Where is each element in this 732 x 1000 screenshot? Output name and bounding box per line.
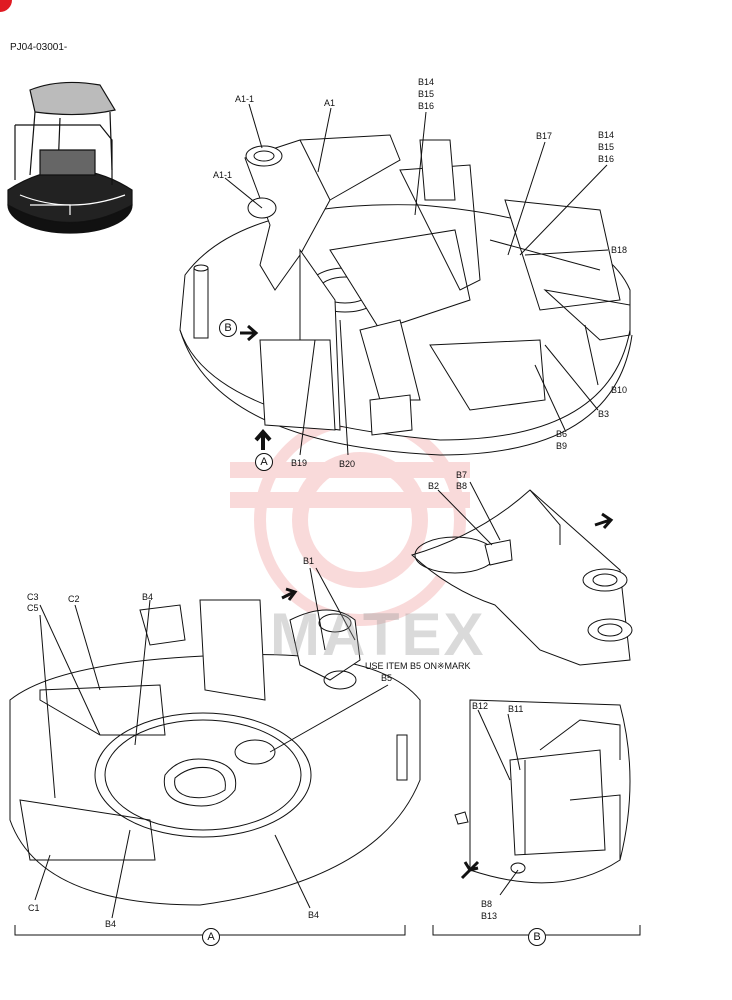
- label-b4-top: B4: [142, 592, 154, 602]
- diagram-code: PJ04-03001-: [10, 42, 68, 53]
- view-a-drawing: [9, 567, 421, 936]
- label-b17: B17: [536, 131, 553, 141]
- label-a1: A1: [324, 98, 336, 108]
- label-b16-top: B16: [418, 101, 435, 111]
- label-b3: B3: [598, 409, 610, 419]
- label-b1: B1: [303, 556, 315, 566]
- label-b9: B9: [556, 441, 568, 451]
- label-b16-right: B16: [598, 154, 615, 164]
- label-b13: B13: [481, 911, 498, 921]
- label-b15-top: B15: [418, 89, 435, 99]
- label-b7: B7: [456, 470, 468, 480]
- view-b-drawing: [432, 699, 641, 936]
- label-b8-mid: B8: [456, 481, 468, 491]
- upper-frame-assembly: [179, 103, 633, 456]
- label-b6: B6: [556, 429, 568, 439]
- label-b8-bottom: B8: [481, 899, 493, 909]
- label-c3: C3: [27, 592, 39, 602]
- view-a-marker: A: [255, 453, 273, 471]
- label-b11: B11: [508, 704, 524, 714]
- label-c1: C1: [28, 903, 40, 913]
- label-c2: C2: [68, 594, 80, 604]
- machine-thumbnail: [7, 81, 133, 234]
- note-use-item-b5: USE ITEM B5 ON※MARK: [365, 661, 471, 671]
- view-b-marker: B: [219, 319, 237, 337]
- label-b14-top: B14: [418, 77, 435, 87]
- view-a-caption: A: [202, 928, 220, 946]
- label-b14-right: B14: [598, 130, 615, 140]
- label-a1-1-left: A1-1: [213, 170, 233, 180]
- view-b-caption: B: [528, 928, 546, 946]
- boom-foot-detail: [411, 481, 633, 666]
- label-b4-bottom-left: B4: [105, 919, 117, 929]
- label-b5: B5: [381, 673, 393, 683]
- label-b18: B18: [611, 245, 628, 255]
- watermark-logo: [230, 414, 470, 626]
- label-b4-bottom-right: B4: [308, 910, 320, 920]
- label-b12: B12: [472, 701, 489, 711]
- label-b19: B19: [291, 458, 308, 468]
- label-a1-1-top: A1-1: [235, 94, 255, 104]
- label-b20: B20: [339, 459, 356, 469]
- label-b10: B10: [611, 385, 628, 395]
- watermark-text: MATEX: [270, 601, 486, 668]
- label-c5: C5: [27, 603, 39, 613]
- label-b15-right: B15: [598, 142, 615, 152]
- label-b2: B2: [428, 481, 440, 491]
